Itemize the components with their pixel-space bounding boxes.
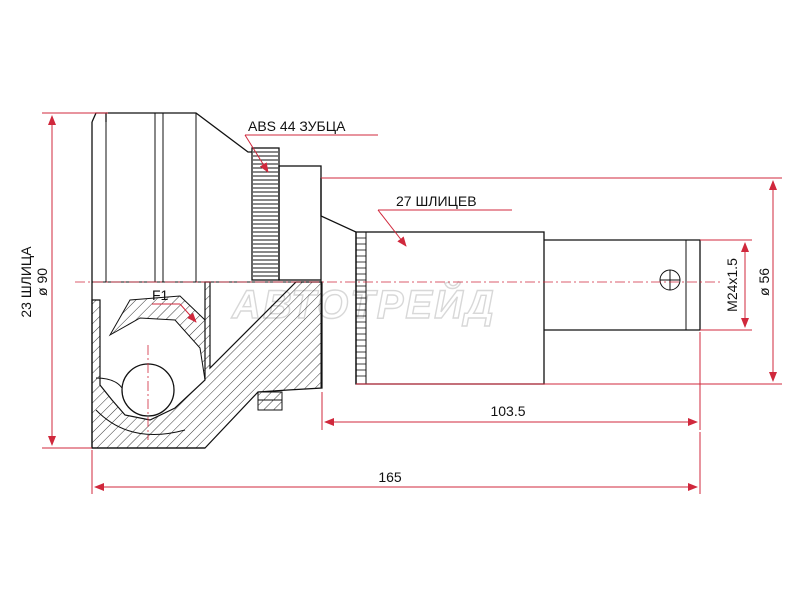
inner-splines-label: 23 ШЛИЦА — [18, 246, 34, 318]
output-shaft — [355, 231, 701, 385]
abs-teeth-label: ABS 44 ЗУБЦА — [248, 118, 346, 134]
dim-thread — [700, 239, 752, 331]
abs-ring-teeth — [253, 151, 278, 277]
shaft-diameter-label: ø 56 — [756, 268, 772, 296]
dim-overall-length — [91, 432, 701, 494]
dim-outer-diameter — [42, 112, 108, 449]
dim-shaft-diameter — [321, 177, 782, 385]
callout-f1 — [152, 303, 197, 323]
shaft-length-label: 103.5 — [490, 403, 525, 419]
callout-splines — [377, 209, 512, 247]
shaft-splines — [356, 237, 366, 377]
outer-diameter-label: ø 90 — [34, 268, 50, 296]
outer-splines-label: 27 ШЛИЦЕВ — [396, 193, 477, 209]
section-hatch — [91, 281, 323, 449]
f1-label: F1 — [152, 287, 169, 303]
callout-abs — [244, 134, 378, 173]
dim-shaft-length — [321, 332, 701, 430]
overall-length-label: 165 — [378, 469, 402, 485]
thread-label: M24x1.5 — [724, 258, 740, 312]
